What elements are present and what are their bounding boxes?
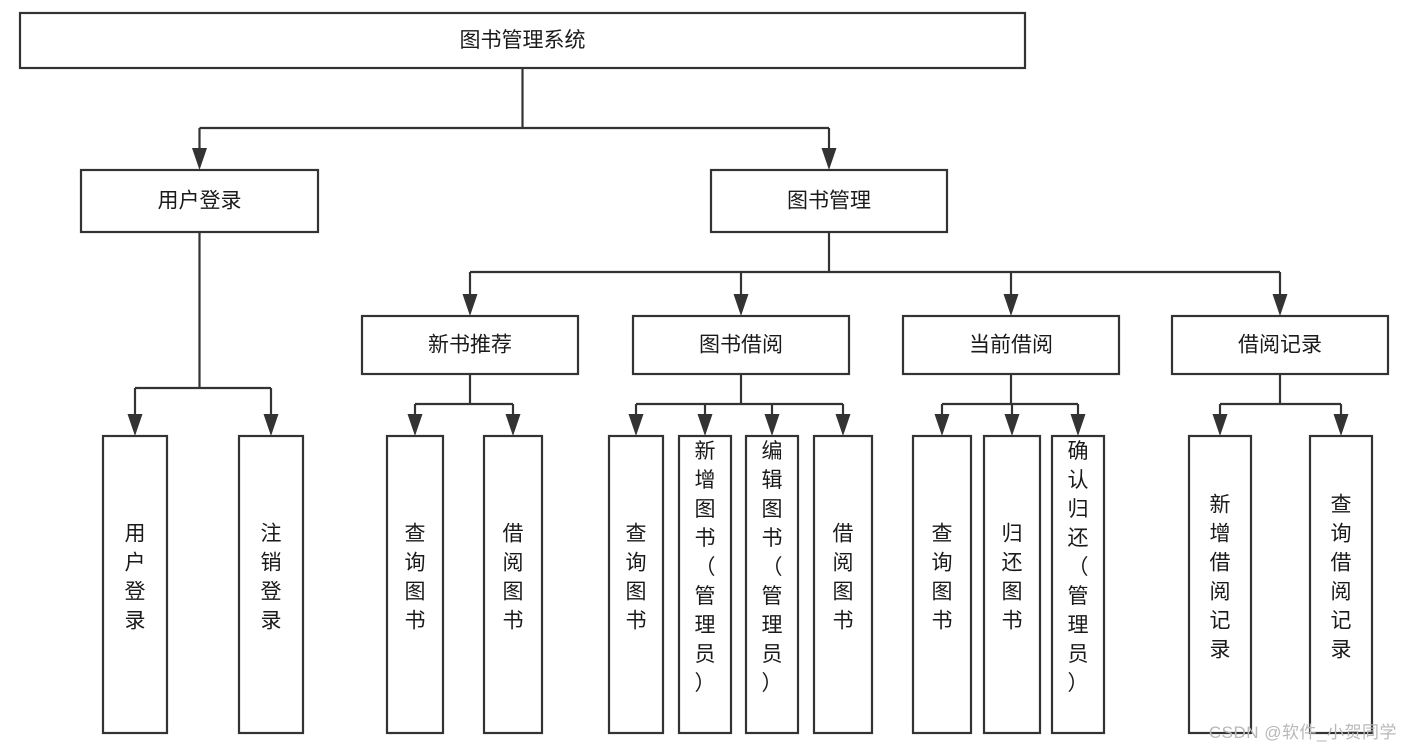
node-label: 用户登录 <box>158 190 242 213</box>
node-book-management[interactable]: 图书管理 <box>709 168 949 234</box>
node-label: 查询图书 <box>626 523 647 633</box>
node-box[interactable] <box>1050 434 1106 735</box>
arrow-head-icon <box>1004 414 1020 436</box>
node-leaf-logout[interactable]: 注销登录 <box>237 434 305 735</box>
node-leaf-add-book-admin[interactable]: 新增图书（管理员） <box>677 434 733 735</box>
node-box[interactable] <box>607 434 665 735</box>
node-label: 用户登录 <box>125 523 146 633</box>
connector-group-book-management <box>462 232 1288 316</box>
node-label: 借阅图书 <box>833 523 854 633</box>
node-label: 新书推荐 <box>428 334 512 357</box>
node-borrow-records[interactable]: 借阅记录 <box>1170 314 1390 376</box>
arrow-head-icon <box>934 414 950 436</box>
node-leaf-query-book-2[interactable]: 查询图书 <box>607 434 665 735</box>
connector-group-new-book-recommend <box>407 374 521 436</box>
arrow-head-icon <box>1212 414 1228 436</box>
node-leaf-user-login[interactable]: 用户登录 <box>101 434 169 735</box>
node-user-login[interactable]: 用户登录 <box>79 168 320 234</box>
node-label: 注销登录 <box>261 523 282 633</box>
node-label: 新增借阅记录 <box>1210 494 1231 662</box>
node-leaf-return-book[interactable]: 归还图书 <box>982 434 1042 735</box>
node-box[interactable] <box>18 11 1027 70</box>
node-box[interactable] <box>1187 434 1253 735</box>
connector-group-book-borrow <box>628 374 851 436</box>
connector-layer <box>127 68 1349 436</box>
node-leaf-borrow-book-2[interactable]: 借阅图书 <box>812 434 874 735</box>
node-label: 图书管理 <box>787 190 871 213</box>
node-label: 编辑图书（管理员） <box>762 440 783 695</box>
node-book-borrow[interactable]: 图书借阅 <box>631 314 851 376</box>
node-leaf-query-borrow-record[interactable]: 查询借阅记录 <box>1308 434 1374 735</box>
connector-group-user-login <box>127 232 279 436</box>
node-box[interactable] <box>79 168 320 234</box>
connector-group-root <box>192 68 837 170</box>
node-label: 查询图书 <box>405 523 426 633</box>
node-box[interactable] <box>631 314 851 376</box>
arrow-head-icon <box>697 414 713 436</box>
arrow-head-icon <box>733 294 749 316</box>
node-label: 当前借阅 <box>969 334 1053 357</box>
node-box[interactable] <box>360 314 580 376</box>
arrow-head-icon <box>1003 294 1019 316</box>
arrow-head-icon <box>1272 294 1288 316</box>
node-label: 确认归还（管理员） <box>1068 440 1089 695</box>
node-box[interactable] <box>744 434 800 735</box>
node-box[interactable] <box>982 434 1042 735</box>
arrow-head-icon <box>505 414 521 436</box>
node-label: 查询图书 <box>932 523 953 633</box>
node-box[interactable] <box>677 434 733 735</box>
node-label: 借阅图书 <box>503 523 524 633</box>
node-root[interactable]: 图书管理系统 <box>18 11 1027 70</box>
arrow-head-icon <box>192 148 207 170</box>
node-box[interactable] <box>1170 314 1390 376</box>
node-current-borrow[interactable]: 当前借阅 <box>901 314 1121 376</box>
node-leaf-edit-book-admin[interactable]: 编辑图书（管理员） <box>744 434 800 735</box>
arrow-head-icon <box>127 414 143 436</box>
node-layer: 图书管理系统用户登录图书管理新书推荐图书借阅当前借阅借阅记录用户登录注销登录查询… <box>18 11 1390 735</box>
node-box[interactable] <box>911 434 973 735</box>
node-leaf-query-book-1[interactable]: 查询图书 <box>385 434 445 735</box>
node-box[interactable] <box>237 434 305 735</box>
node-leaf-add-borrow-record[interactable]: 新增借阅记录 <box>1187 434 1253 735</box>
node-new-book-recommend[interactable]: 新书推荐 <box>360 314 580 376</box>
node-label: 查询借阅记录 <box>1331 494 1352 662</box>
node-box[interactable] <box>385 434 445 735</box>
arrow-head-icon <box>263 414 279 436</box>
node-box[interactable] <box>709 168 949 234</box>
csdn-watermark: CSDN @软件_小贺同学 <box>1208 723 1397 742</box>
node-label: 图书借阅 <box>699 334 783 357</box>
node-leaf-borrow-book-1[interactable]: 借阅图书 <box>482 434 544 735</box>
node-label: 新增图书（管理员） <box>695 440 716 695</box>
arrow-head-icon <box>1070 414 1086 436</box>
node-leaf-confirm-return-admin[interactable]: 确认归还（管理员） <box>1050 434 1106 735</box>
arrow-head-icon <box>835 414 851 436</box>
node-box[interactable] <box>482 434 544 735</box>
arrow-head-icon <box>1333 414 1349 436</box>
node-box[interactable] <box>901 314 1121 376</box>
arrow-head-icon <box>628 414 644 436</box>
connector-group-current-borrow <box>934 374 1086 436</box>
node-leaf-query-book-3[interactable]: 查询图书 <box>911 434 973 735</box>
arrow-head-icon <box>764 414 780 436</box>
node-label: 图书管理系统 <box>460 29 586 52</box>
node-box[interactable] <box>1308 434 1374 735</box>
connector-group-borrow-records <box>1212 374 1349 436</box>
arrow-head-icon <box>821 148 837 170</box>
node-box[interactable] <box>812 434 874 735</box>
arrow-head-icon <box>462 294 478 316</box>
arrow-head-icon <box>407 414 423 436</box>
node-label: 借阅记录 <box>1238 334 1322 357</box>
node-label: 归还图书 <box>1002 523 1023 633</box>
node-box[interactable] <box>101 434 169 735</box>
